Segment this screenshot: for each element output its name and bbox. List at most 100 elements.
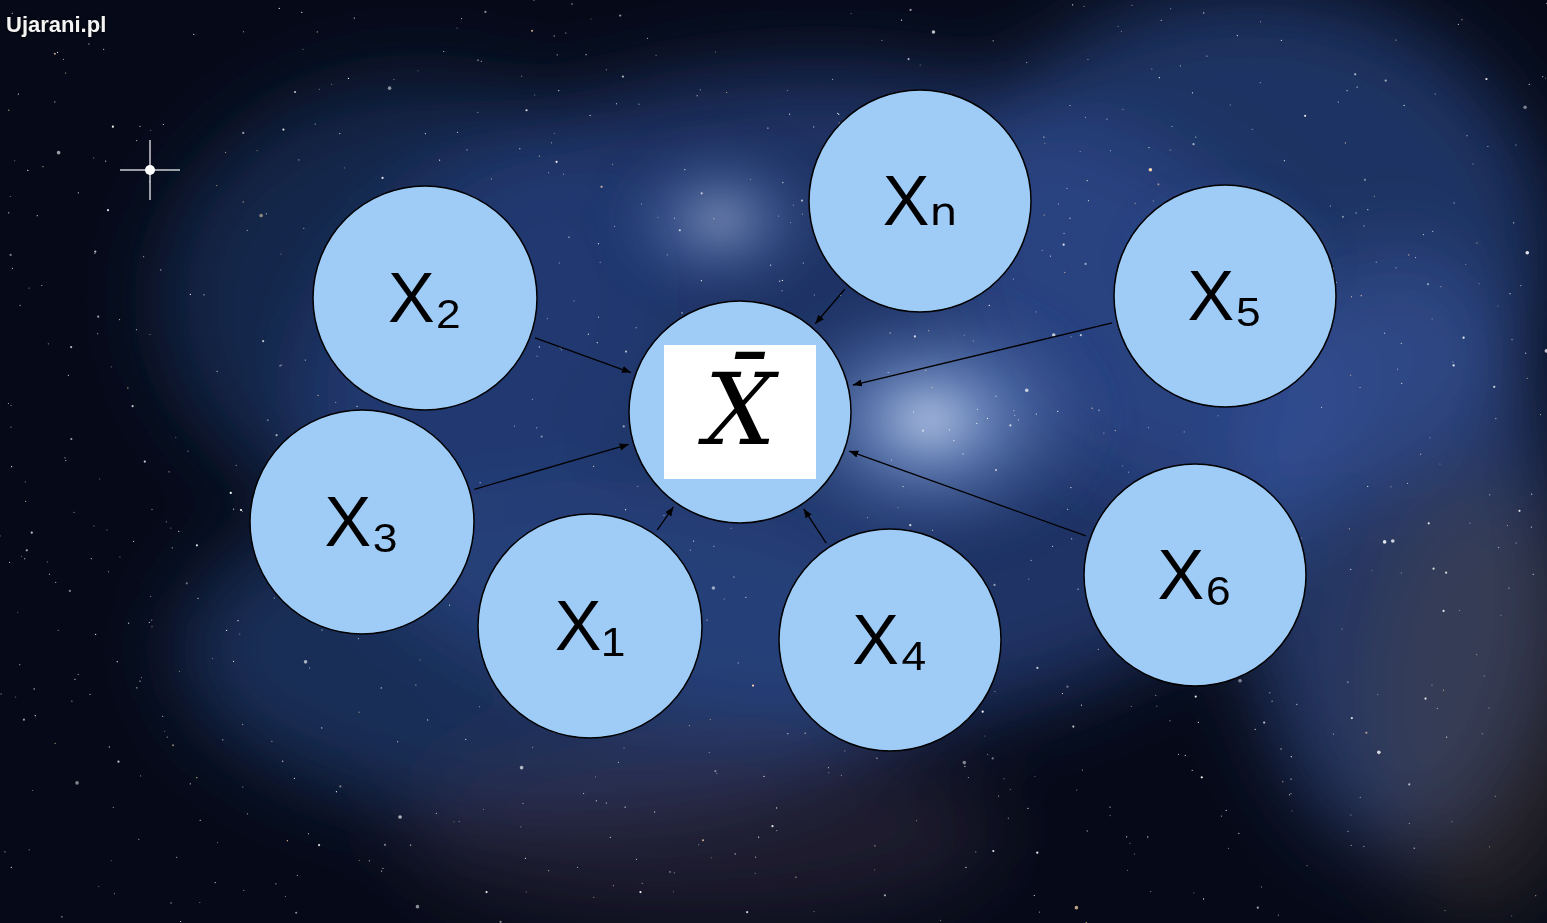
star	[279, 8, 280, 9]
star	[963, 761, 967, 765]
star	[457, 27, 458, 28]
star	[1453, 364, 1455, 366]
star	[1063, 244, 1065, 246]
star	[1110, 815, 1111, 816]
star	[838, 114, 839, 115]
star	[144, 461, 146, 463]
star	[533, 0, 534, 1]
star	[149, 622, 150, 623]
star	[1346, 90, 1347, 91]
star	[266, 213, 267, 214]
star	[216, 185, 217, 186]
star	[1523, 106, 1527, 110]
star	[1364, 179, 1366, 181]
star	[61, 916, 62, 917]
star	[15, 697, 16, 698]
star	[1161, 20, 1162, 21]
star	[242, 132, 244, 134]
star	[1487, 146, 1488, 147]
star	[1446, 737, 1447, 738]
star	[642, 883, 643, 884]
star	[755, 873, 756, 874]
star	[913, 411, 914, 412]
star	[1367, 486, 1368, 487]
star	[598, 243, 599, 244]
star	[738, 662, 739, 663]
star	[1361, 295, 1362, 296]
star	[771, 825, 773, 827]
star	[112, 126, 114, 128]
star	[525, 109, 527, 111]
star	[907, 58, 909, 60]
star	[715, 51, 716, 52]
star	[12, 268, 13, 269]
star	[1238, 679, 1242, 683]
star	[964, 766, 965, 767]
star	[1357, 87, 1358, 88]
star	[1192, 143, 1194, 145]
star	[724, 598, 725, 599]
star	[381, 870, 382, 871]
star	[520, 766, 524, 770]
star	[539, 155, 540, 156]
star	[1408, 254, 1409, 255]
star	[196, 777, 197, 778]
star	[1221, 816, 1222, 817]
star	[1078, 589, 1079, 590]
star	[29, 849, 30, 850]
sample-circle: X₅	[1113, 184, 1337, 408]
star	[568, 237, 569, 238]
star	[1009, 424, 1011, 426]
star	[479, 706, 480, 707]
star	[168, 471, 169, 472]
star	[789, 114, 790, 115]
star	[1153, 200, 1154, 201]
star	[271, 741, 272, 742]
star	[275, 883, 276, 884]
star	[4, 851, 5, 852]
star	[1228, 848, 1229, 849]
arrow-connector	[657, 507, 673, 530]
star	[1495, 796, 1496, 797]
star	[485, 891, 487, 893]
star	[151, 626, 152, 627]
star	[1485, 78, 1487, 80]
star	[1500, 615, 1501, 616]
star	[706, 620, 707, 621]
star	[141, 677, 142, 678]
star	[136, 140, 137, 141]
star	[303, 228, 304, 229]
star	[1043, 137, 1044, 138]
star	[215, 882, 216, 883]
star	[93, 157, 94, 158]
star	[998, 795, 999, 796]
star	[1206, 56, 1207, 57]
star	[1513, 222, 1514, 223]
star	[226, 630, 227, 631]
star	[593, 466, 594, 467]
star	[1098, 649, 1099, 650]
star	[1010, 789, 1011, 790]
star	[803, 262, 804, 263]
star	[1148, 427, 1149, 428]
star	[1135, 203, 1136, 204]
star	[1383, 540, 1387, 544]
star	[427, 719, 428, 720]
star	[1027, 808, 1028, 809]
star	[554, 35, 555, 36]
star	[1395, 267, 1396, 268]
star	[1424, 697, 1426, 699]
star	[1391, 539, 1395, 543]
star	[0, 693, 1, 694]
sample-circle: X₁	[477, 513, 703, 739]
star	[459, 821, 460, 822]
star	[176, 857, 177, 858]
star	[1260, 82, 1261, 83]
star	[410, 845, 411, 846]
star	[975, 851, 976, 852]
star	[709, 752, 710, 753]
star	[693, 540, 694, 541]
star	[713, 546, 714, 547]
star	[776, 807, 777, 808]
